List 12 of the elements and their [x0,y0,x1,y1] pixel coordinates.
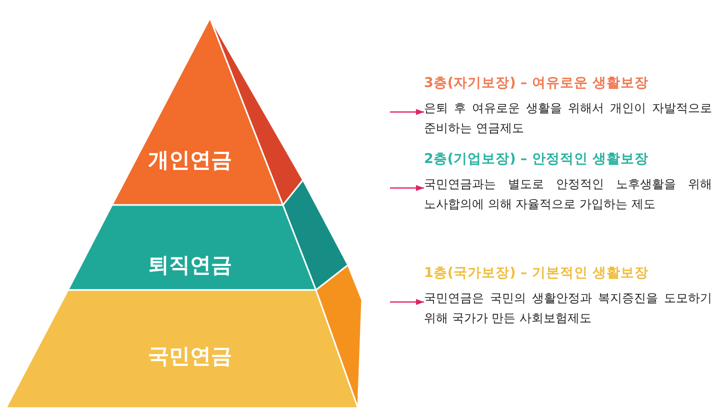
tier-description: 은퇴 후 여유로운 생활을 위해서 개인이 자발적으로 준비하는 연금제도 [424,100,712,138]
tier-heading: 1층(국가보장) – 기본적인 생활보장 [424,264,650,282]
tier-description: 국민연금은 국민의 생활안정과 복지증진을 도모하기 위해 국가가 만든 사회보험제도 [424,290,712,328]
tier-heading: 2층(기업보장) – 안정적인 생활보장 [424,150,650,168]
tier-label: 국민연금 [148,343,232,370]
arrow [390,185,424,191]
tier-description: 국민연금과는 별도로 안정적인 노후생활을 위해 노사합의에 의해 자율적으로 가입하는 제도 [424,176,712,214]
tier-heading: 3층(자기보장) – 여유로운 생활보장 [424,74,650,92]
tier-label: 개인연금 [148,147,232,174]
tier-label: 퇴직연금 [148,252,232,279]
arrow [390,299,424,305]
arrow [390,109,424,115]
